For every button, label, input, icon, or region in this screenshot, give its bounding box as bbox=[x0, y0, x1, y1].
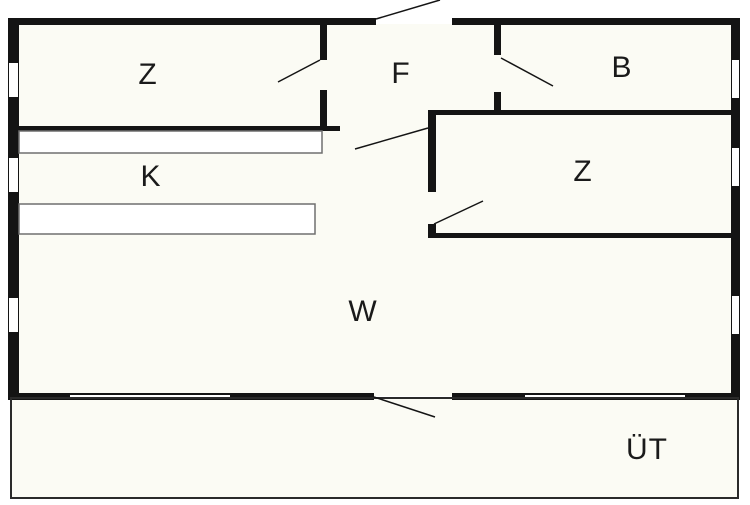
door-swing-entrance bbox=[375, 0, 441, 20]
wall-z-k bbox=[18, 126, 340, 131]
room-label-z-right: Z bbox=[573, 155, 593, 188]
door-swing-z-top-left bbox=[277, 59, 321, 83]
wall-z-bottom bbox=[428, 233, 733, 238]
outer-wall-top-right bbox=[452, 18, 739, 25]
window-left-3 bbox=[9, 298, 18, 332]
window-bottom-1 bbox=[70, 395, 230, 398]
wall-f-b-upper bbox=[494, 25, 501, 55]
terrace-outline bbox=[10, 397, 739, 499]
door-swing-terrace bbox=[373, 396, 436, 418]
room-label-b: B bbox=[611, 51, 633, 84]
window-right-1 bbox=[732, 60, 739, 98]
window-bottom-2 bbox=[525, 395, 685, 398]
outer-wall-left bbox=[8, 18, 19, 398]
door-swing-b bbox=[500, 57, 554, 87]
window-left-2 bbox=[9, 158, 18, 192]
room-label-k: K bbox=[140, 160, 162, 193]
wall-b-z bbox=[428, 110, 733, 115]
room-label-f: F bbox=[391, 57, 411, 90]
room-label-w: W bbox=[348, 295, 378, 328]
room-label-ut: ÜT bbox=[626, 433, 668, 466]
window-right-3 bbox=[732, 296, 739, 334]
window-left-1 bbox=[9, 63, 18, 97]
wall-z-f-upper bbox=[320, 25, 327, 60]
terrace-floor bbox=[12, 398, 737, 498]
kitchen-counter-upper bbox=[18, 130, 323, 154]
wall-z-left-upper bbox=[428, 110, 436, 192]
window-right-2 bbox=[732, 148, 739, 186]
wall-f-b-lower bbox=[494, 92, 501, 110]
kitchen-counter-lower bbox=[18, 203, 316, 235]
room-label-z-top-left: Z bbox=[138, 58, 158, 91]
wall-z-left-lower bbox=[428, 224, 436, 238]
door-swing-f bbox=[354, 127, 429, 150]
wall-z-f-lower bbox=[320, 90, 327, 128]
door-swing-z-right bbox=[433, 200, 484, 225]
outer-wall-top-left bbox=[8, 18, 376, 25]
outer-wall-right bbox=[731, 18, 740, 398]
